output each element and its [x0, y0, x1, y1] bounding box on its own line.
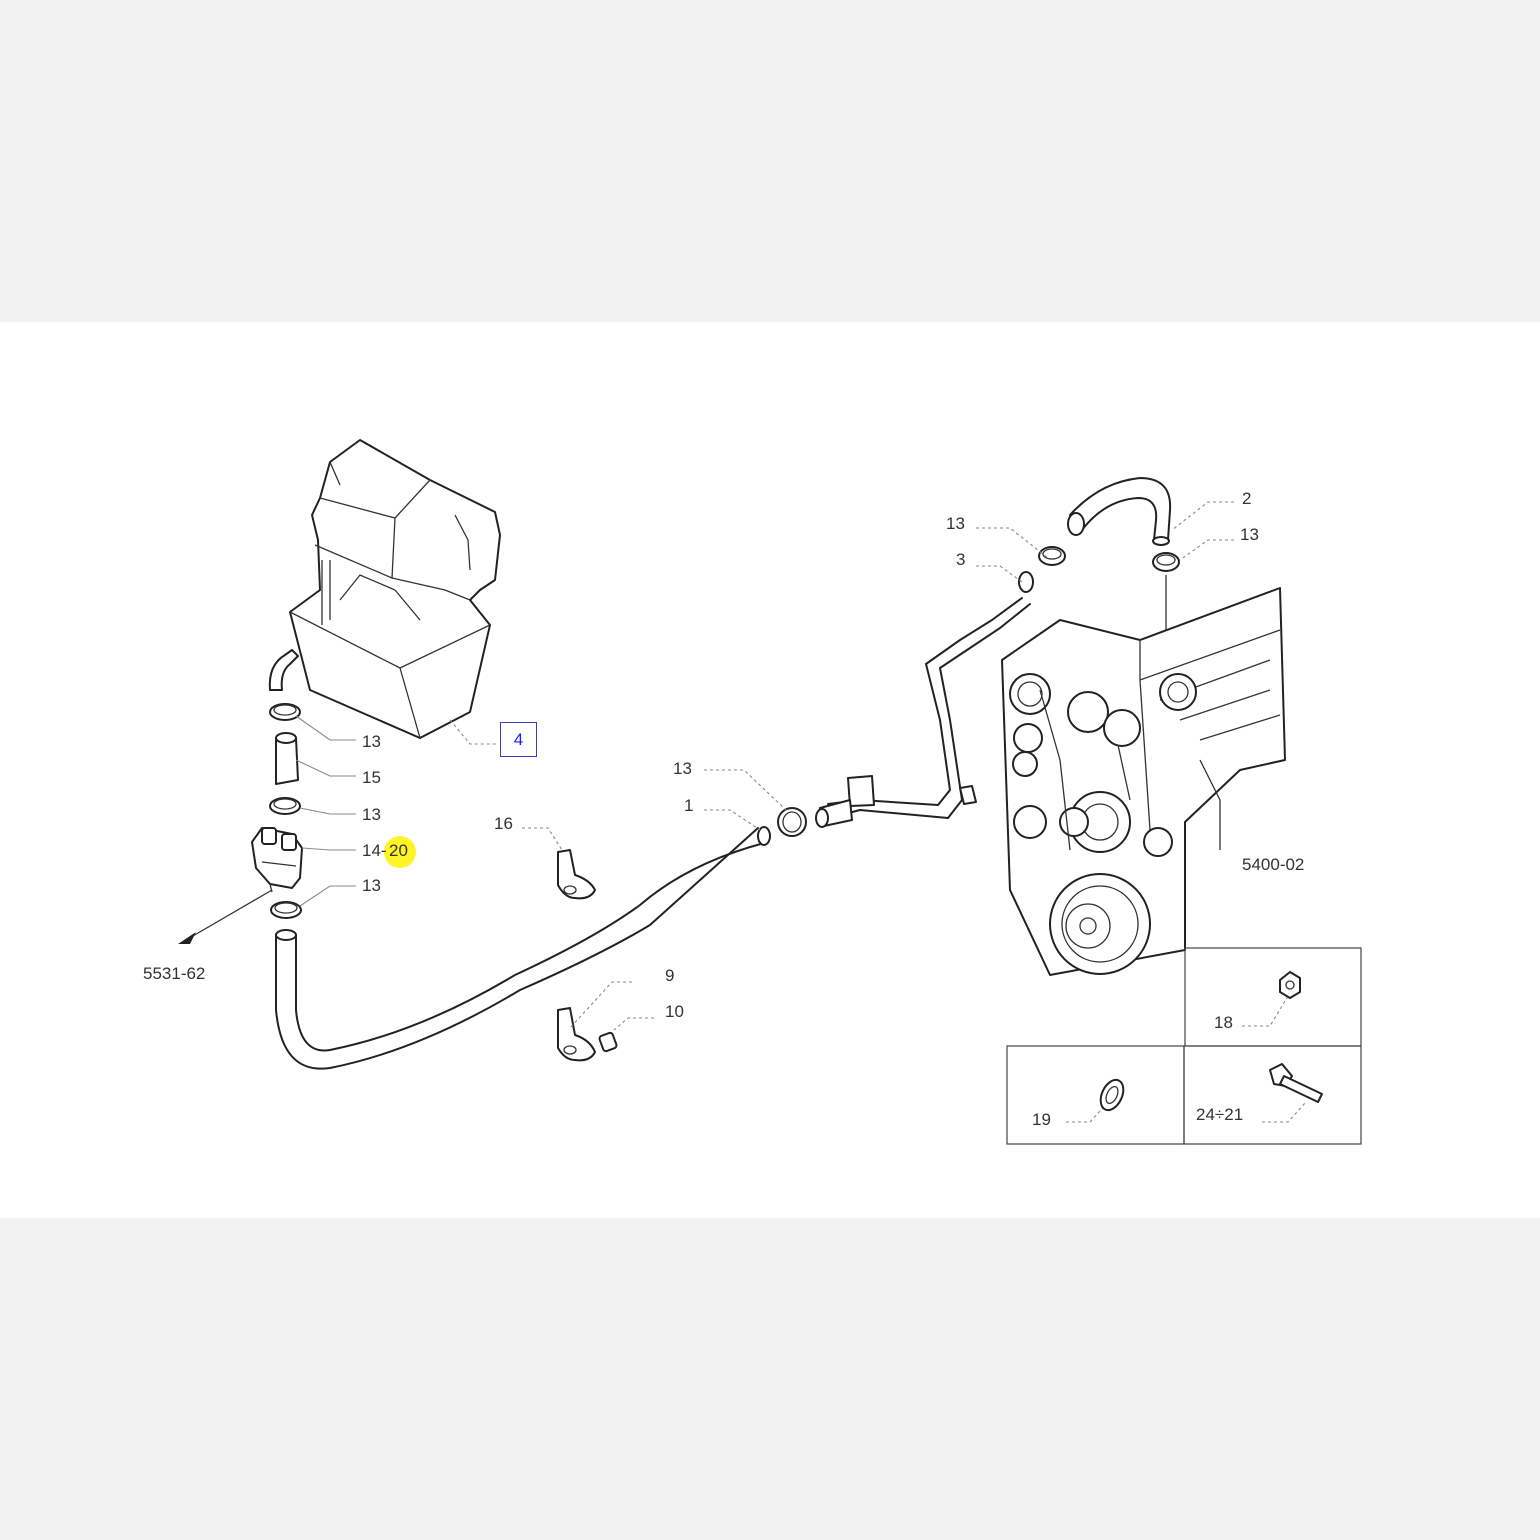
label-13-hose-clamp: 13 [673, 759, 692, 778]
label-15: 15 [362, 768, 381, 787]
leader-lines [295, 501, 1307, 1123]
label-4-link[interactable]: 4 [500, 722, 537, 757]
diagram-canvas: 13 15 13 14- 20 13 5531-62 4 16 13 1 9 1… [0, 322, 1540, 1218]
label-18: 18 [1214, 1013, 1233, 1032]
label-14: 14- [362, 841, 387, 860]
label-10: 10 [665, 1002, 684, 1021]
label-13-mid-clamp: 13 [362, 805, 381, 824]
label-20[interactable]: 20 [389, 841, 408, 860]
heater-box-drawing [268, 439, 501, 739]
label-13-lower-clamp: 13 [362, 876, 381, 895]
label-13-upper-hose-clamp: 13 [1240, 525, 1259, 544]
label-3: 3 [956, 550, 966, 569]
hose-drawing [275, 807, 807, 1070]
highlight-marker [384, 836, 416, 868]
pipe-drawing [815, 477, 1180, 828]
label-9: 9 [665, 966, 675, 985]
label-5531-62[interactable]: 5531-62 [143, 964, 206, 983]
hardware-grid [1006, 947, 1362, 1145]
left-parts-drawing [178, 703, 303, 944]
engine-drawing [1001, 587, 1286, 976]
label-13-pipe-clamp: 13 [946, 514, 965, 533]
label-5400-02[interactable]: 5400-02 [1242, 855, 1305, 874]
label-2: 2 [1242, 489, 1252, 508]
diagram-drawing [178, 439, 1362, 1145]
label-13-top-clamp: 13 [362, 732, 381, 751]
label-1: 1 [684, 796, 694, 815]
clips-drawing [557, 849, 618, 1062]
label-24-21: 24÷21 [1196, 1105, 1244, 1124]
label-16: 16 [494, 814, 513, 833]
label-19: 19 [1032, 1110, 1051, 1129]
